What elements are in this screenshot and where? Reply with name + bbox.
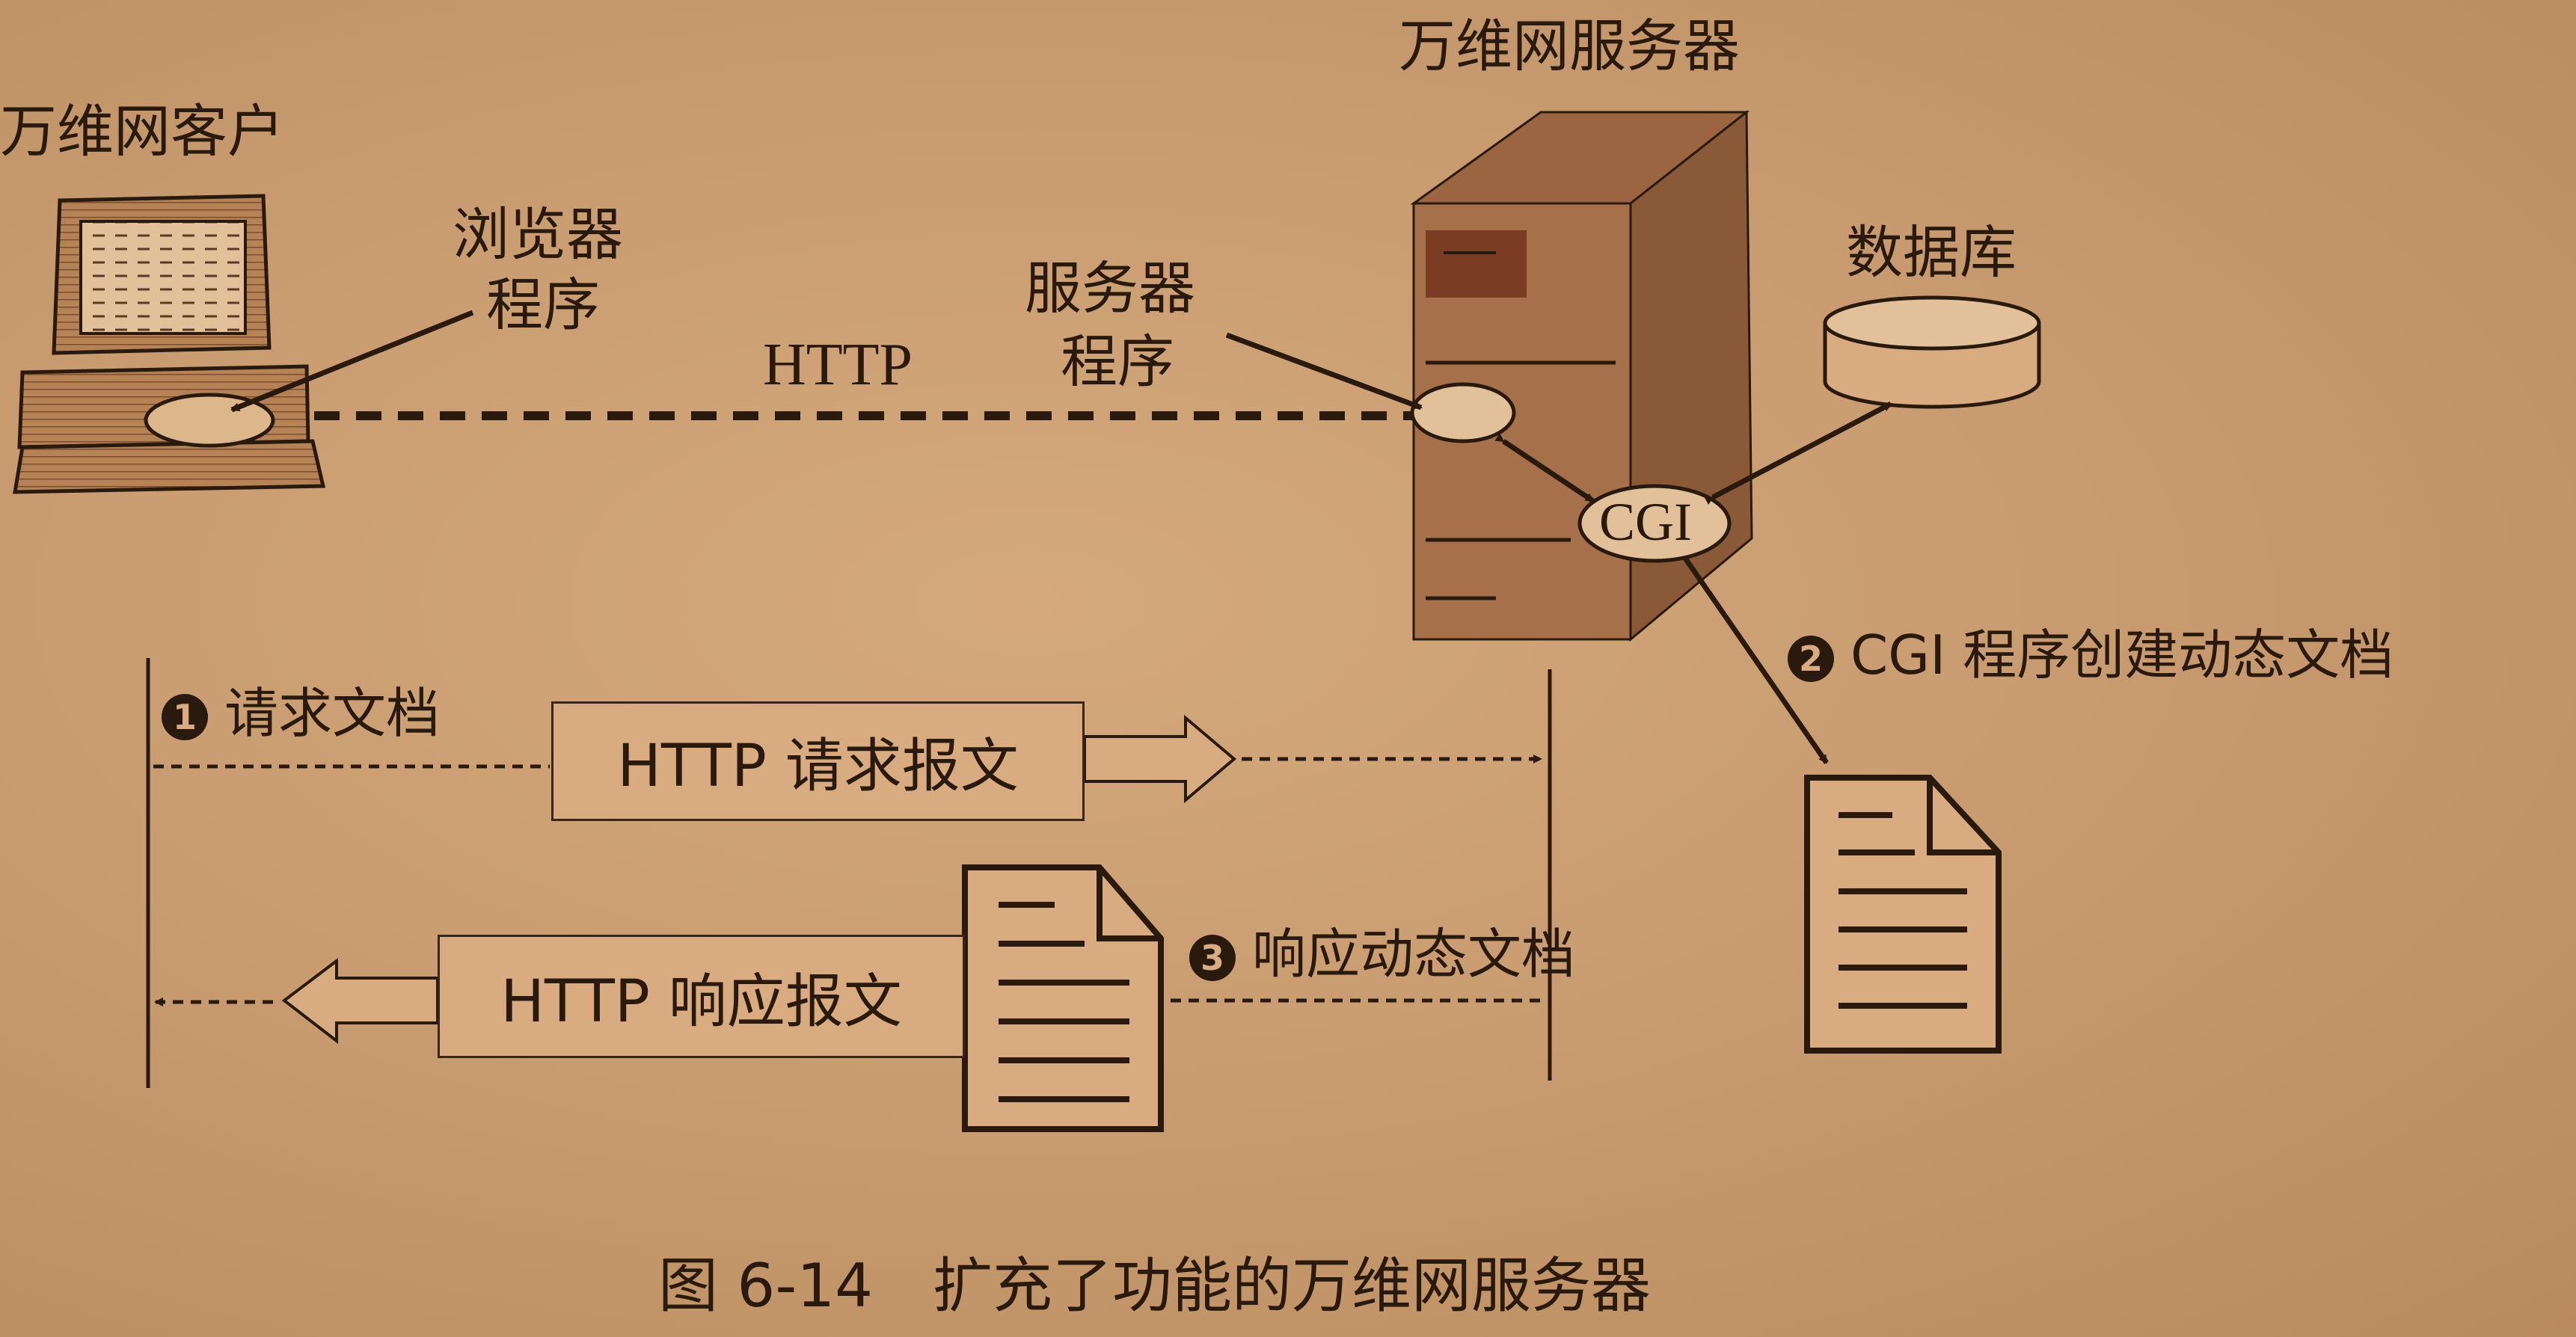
browser-pointer-line (230, 310, 474, 413)
cgi-label: CGI (1599, 492, 1692, 552)
browser-label-line1: 浏览器 (453, 201, 623, 268)
step-2-number: 2 (1788, 636, 1834, 683)
response-block-arrow (281, 957, 439, 1045)
cgi-document-arrow (1682, 556, 1829, 764)
request-block-arrow (1083, 714, 1237, 804)
cgi-database-arrow (1704, 401, 1892, 505)
client-computer-icon (13, 194, 326, 494)
response-document-icon (962, 864, 1164, 1132)
server-program-ellipse (1410, 382, 1516, 443)
step-1-text: 请求文档 (224, 682, 441, 745)
step-2-text: CGI 程序创建动态文档 (1850, 624, 2394, 686)
database-label: 数据库 (1846, 219, 2017, 286)
step-1-number: 1 (162, 694, 208, 741)
http-response-message-box: HTTP 响应报文 (438, 935, 965, 1058)
browser-label-line2: 程序 (486, 271, 600, 338)
server-title: 万维网服务器 (1399, 13, 1740, 79)
server-program-label-line1: 服务器 (1025, 255, 1195, 322)
figure-caption: 图 6-14 扩充了功能的万维网服务器 (658, 1251, 1651, 1321)
server-program-pointer-line (1225, 332, 1423, 411)
http-request-message-box: HTTP 请求报文 (551, 701, 1085, 821)
cgi-ellipse (1577, 484, 1732, 563)
http-protocol-label: HTTP (763, 332, 913, 398)
dynamic-document-icon (1804, 775, 2002, 1054)
server-program-label-line2: 程序 (1061, 328, 1174, 395)
server-tower-icon (1410, 109, 1753, 642)
client-title: 万维网客户 (0, 98, 284, 165)
database-icon (1823, 295, 2041, 409)
step-3-number: 3 (1189, 935, 1236, 982)
program-cgi-arrow (1494, 433, 1595, 503)
step-3-text: 响应动态文档 (1252, 923, 1576, 986)
